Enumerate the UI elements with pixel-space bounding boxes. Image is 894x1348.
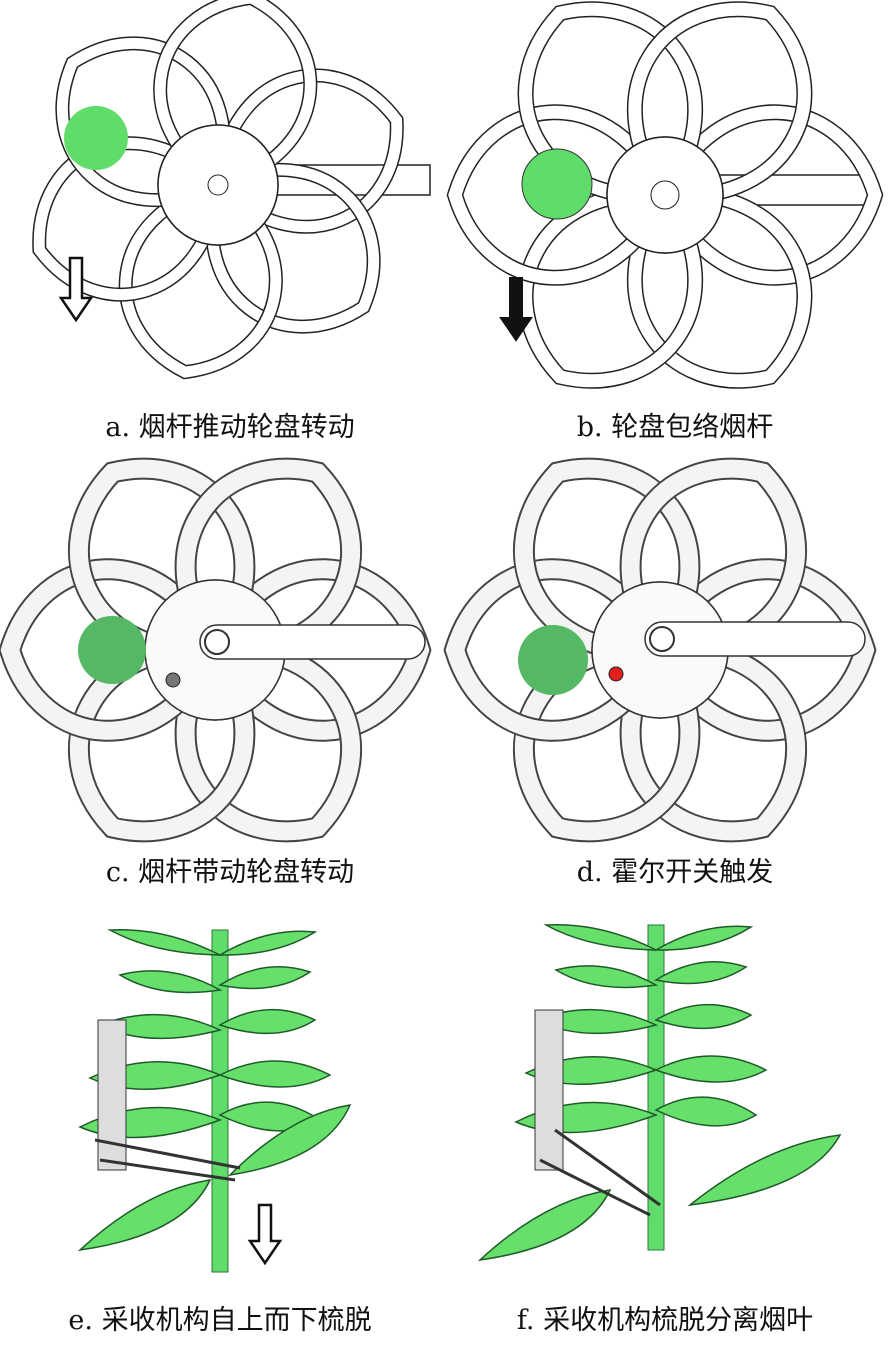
panel-e-drawing bbox=[77, 928, 352, 1273]
hub-center bbox=[207, 174, 229, 196]
caption-a: a. 烟杆推动轮盘转动 bbox=[105, 412, 355, 443]
caption-f: f. 采收机构梳脱分离烟叶 bbox=[516, 1305, 814, 1336]
tobacco-leaf bbox=[654, 1096, 758, 1127]
petal bbox=[33, 137, 224, 301]
petal bbox=[154, 0, 316, 191]
down-arrow-icon bbox=[247, 1203, 283, 1266]
tobacco-leaf bbox=[218, 1008, 317, 1035]
panel-d-drawing bbox=[443, 457, 877, 843]
tobacco-stalk bbox=[64, 106, 128, 170]
petal bbox=[212, 69, 403, 233]
swing-arm bbox=[199, 624, 426, 660]
wheel-hub bbox=[157, 124, 279, 246]
petal bbox=[628, 187, 811, 388]
harvester-frame bbox=[97, 1019, 127, 1171]
tobacco-leaf bbox=[218, 1060, 332, 1088]
arm-pivot bbox=[649, 626, 675, 652]
tobacco-leaf bbox=[654, 1055, 768, 1083]
hub-center bbox=[650, 180, 680, 210]
down-arrow-icon bbox=[58, 256, 94, 323]
petal bbox=[120, 179, 282, 378]
plant-stem bbox=[211, 929, 229, 1273]
petal bbox=[0, 560, 224, 740]
panel-b-drawing bbox=[446, 1, 884, 389]
caption-b: b. 轮盘包络烟杆 bbox=[576, 412, 774, 443]
tobacco-leaf-lower bbox=[77, 1179, 212, 1252]
tobacco-stalk bbox=[521, 148, 593, 220]
petal bbox=[621, 640, 806, 841]
tobacco-leaf-lower bbox=[687, 1134, 842, 1207]
tobacco-leaf bbox=[654, 1003, 753, 1030]
tobacco-leaf-lower bbox=[477, 1189, 612, 1262]
tobacco-stalk bbox=[518, 625, 588, 695]
caption-e: e. 采收机构自上而下梳脱 bbox=[68, 1305, 372, 1336]
petal bbox=[56, 38, 230, 206]
arm-pivot bbox=[204, 629, 230, 655]
panel-f-drawing bbox=[477, 923, 842, 1262]
comb-mechanism bbox=[539, 1128, 661, 1217]
tobacco-leaf bbox=[654, 961, 748, 985]
petal bbox=[659, 105, 882, 285]
petal bbox=[628, 2, 811, 203]
harvester-frame bbox=[534, 1009, 564, 1171]
tobacco-leaf bbox=[118, 970, 223, 994]
tobacco-stalk bbox=[78, 616, 146, 684]
petal bbox=[651, 560, 875, 740]
plant-stem bbox=[647, 924, 665, 1251]
panel-a-drawing bbox=[32, 0, 431, 380]
petal bbox=[445, 560, 669, 740]
comb-mechanism bbox=[94, 1138, 241, 1182]
petal bbox=[176, 640, 361, 841]
hall-sensor bbox=[165, 672, 181, 688]
tobacco-leaf bbox=[217, 930, 318, 956]
tobacco-leaf bbox=[218, 966, 312, 990]
tobacco-leaf bbox=[653, 925, 754, 951]
tobacco-leaf bbox=[107, 928, 221, 956]
caption-c: c. 烟杆带动轮盘转动 bbox=[105, 857, 355, 888]
wheel-hub bbox=[606, 136, 724, 254]
down-arrow-icon bbox=[499, 277, 533, 342]
petal bbox=[448, 105, 671, 285]
tobacco-leaf bbox=[554, 965, 659, 989]
tobacco-leaf-lower bbox=[227, 1104, 352, 1177]
swing-arm bbox=[644, 621, 866, 657]
panel-c-drawing bbox=[0, 457, 432, 843]
caption-d: d. 霍尔开关触发 bbox=[576, 857, 774, 888]
hall-sensor-triggered bbox=[608, 666, 624, 682]
tobacco-leaf bbox=[543, 923, 657, 951]
petal bbox=[206, 164, 380, 332]
